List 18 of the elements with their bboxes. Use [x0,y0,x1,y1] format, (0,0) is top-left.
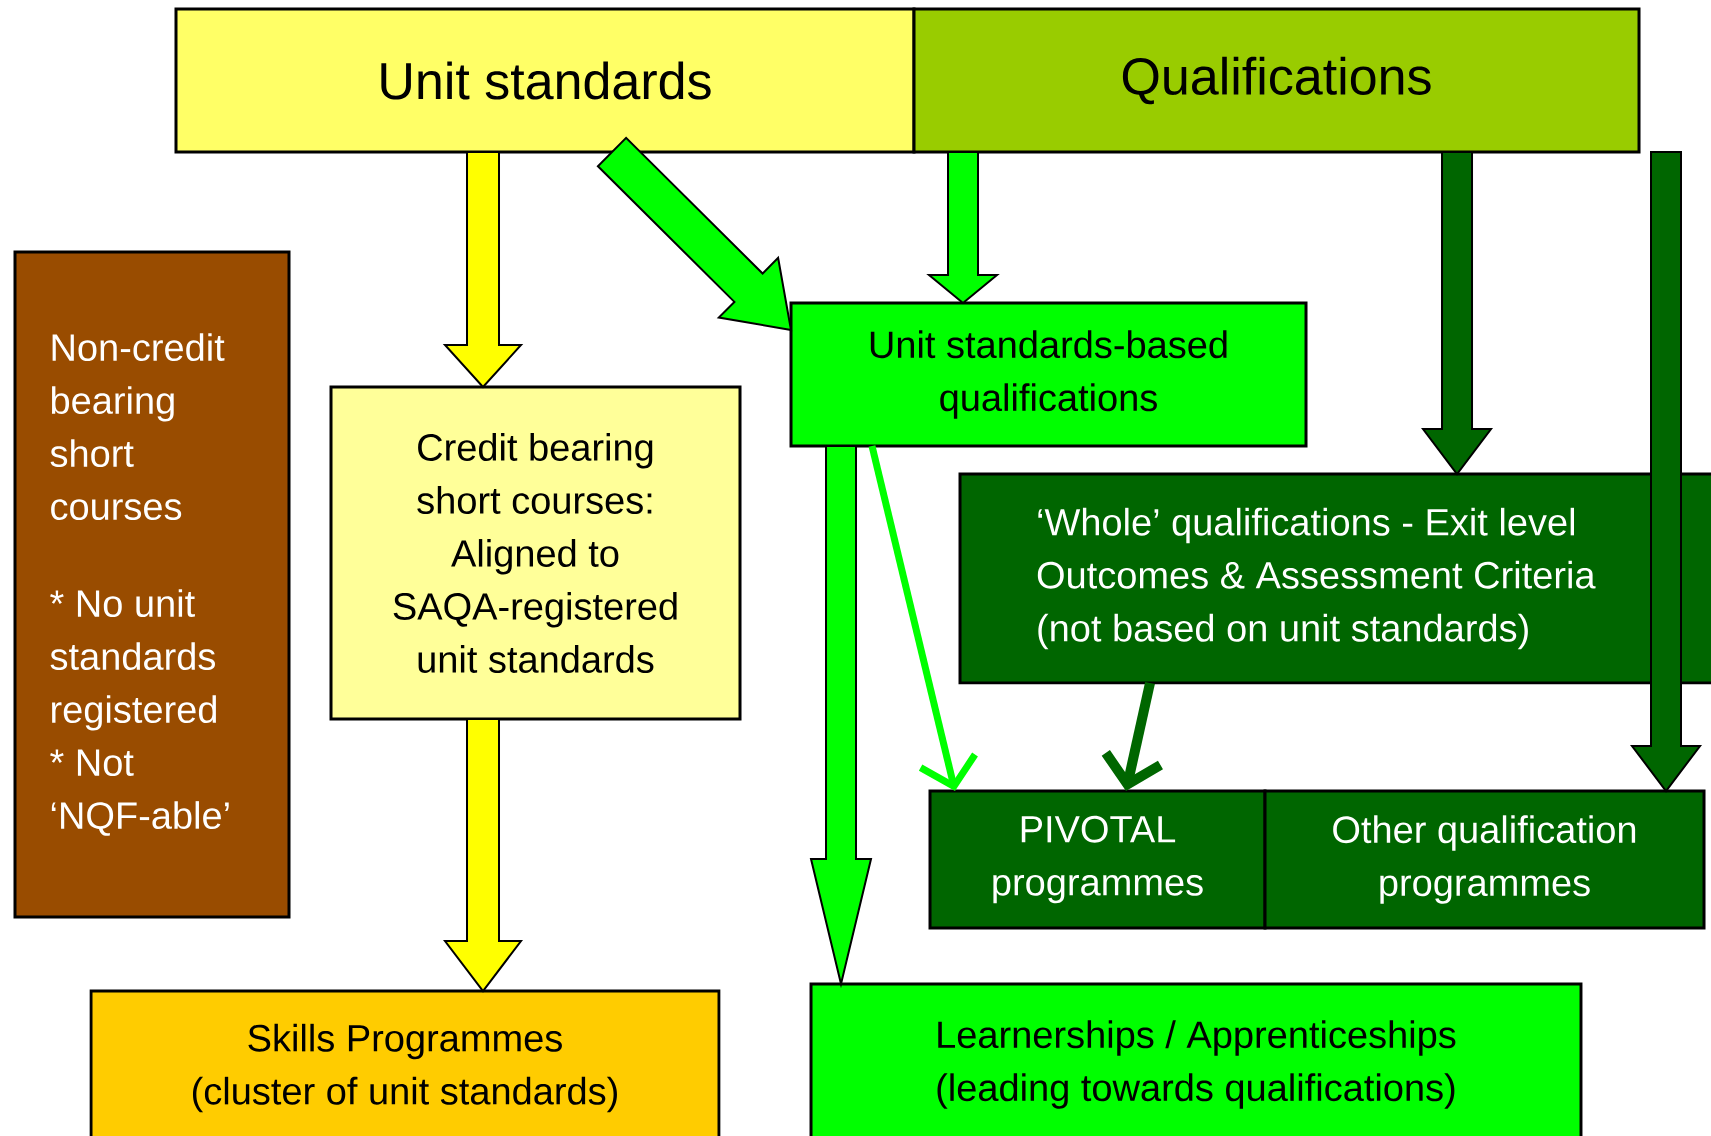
course-box: Non-credit bearing short courses * No unit standards registered * Not ‘NQF-able’ [13,250,291,919]
course-box: Credit bearing short courses: Aligned to SAQA-registered unit standards [329,385,742,721]
block-arrow [442,151,524,389]
block-arrow [443,718,524,993]
block-arrow [809,445,873,989]
arrow [868,445,978,791]
qualification-box: ‘Whole’ qualifications - Exit level Outcomes & Assessment Criteria (not based on unit standards) [958,472,1711,685]
qualification-box: Unit standards-based qualifications [789,301,1308,448]
header-box: Qualifications [912,7,1641,154]
programme-box: Learnerships / Apprenticeships (leading towards qualifications) [809,982,1583,1136]
programme-box: Other qualification programmes [1263,789,1706,930]
block-arrow [926,151,1000,305]
block-arrow [1421,151,1494,476]
programme-box: Skills Programmes (cluster of unit standards) [89,989,721,1136]
programme-box: PIVOTAL programmes [928,789,1267,930]
block-arrow [1630,151,1703,793]
header-box: Unit standards [174,7,916,154]
block-arrow [596,136,793,332]
